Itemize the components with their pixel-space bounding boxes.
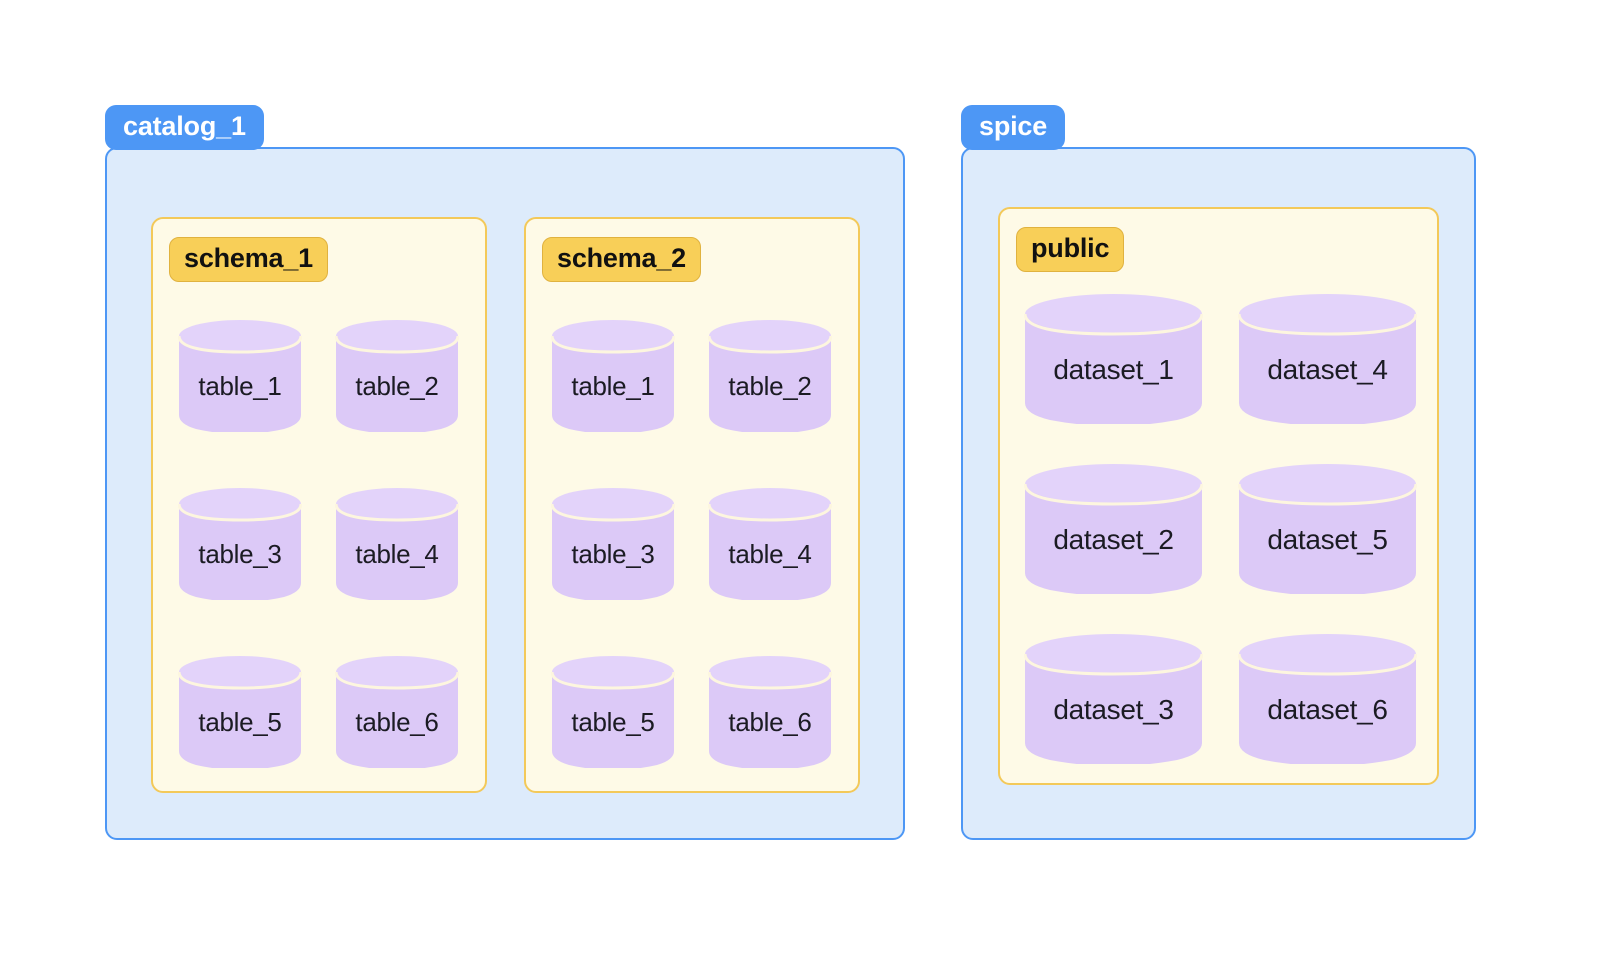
- table-label: table_2: [355, 371, 439, 401]
- dataset-label: dataset_6: [1267, 694, 1388, 725]
- catalog-container-catalog_1: schema_1 table_1 table_2: [105, 147, 905, 840]
- cylinder-icon: [1238, 294, 1417, 424]
- dataset-cylinder[interactable]: dataset_1: [1024, 293, 1203, 424]
- cylinder-icon: [1024, 634, 1203, 764]
- dataset-label: dataset_4: [1267, 354, 1388, 385]
- table-label: table_1: [571, 371, 655, 401]
- cylinder-icon: [1024, 464, 1203, 594]
- schema-container-schema_2: schema_2 table_1 table_2: [524, 217, 860, 793]
- cylinder-icon: [178, 488, 302, 600]
- cylinder-icon: [708, 656, 832, 768]
- schema-container-schema_1: schema_1 table_1 table_2: [151, 217, 487, 793]
- schema-label-schema_1[interactable]: schema_1: [169, 237, 328, 282]
- table-cylinder[interactable]: table_5: [178, 655, 302, 768]
- table-cylinder[interactable]: table_6: [335, 655, 459, 768]
- cylinder-icon: [551, 320, 675, 432]
- table-label: table_2: [728, 371, 812, 401]
- cylinder-icon: [178, 320, 302, 432]
- cylinder-icon: [1238, 634, 1417, 764]
- catalog-container-spice: public dataset_1 dataset_4: [961, 147, 1476, 840]
- cylinder-icon: [335, 488, 459, 600]
- table-cylinder[interactable]: table_3: [551, 487, 675, 600]
- table-label: table_3: [571, 539, 655, 569]
- dataset-cylinder[interactable]: dataset_6: [1238, 633, 1417, 764]
- schema-container-public: public dataset_1 dataset_4: [998, 207, 1439, 785]
- table-cylinder[interactable]: table_3: [178, 487, 302, 600]
- table-cylinder[interactable]: table_6: [708, 655, 832, 768]
- cylinder-icon: [178, 656, 302, 768]
- dataset-label: dataset_3: [1053, 694, 1174, 725]
- cylinder-icon: [551, 656, 675, 768]
- dataset-label: dataset_2: [1053, 524, 1174, 555]
- catalog-group-spice: spice public dataset_1: [961, 105, 1476, 850]
- schema-label-schema_2[interactable]: schema_2: [542, 237, 701, 282]
- cylinder-icon: [1238, 464, 1417, 594]
- table-cylinder[interactable]: table_2: [708, 319, 832, 432]
- table-label: table_3: [198, 539, 282, 569]
- table-cylinder[interactable]: table_4: [708, 487, 832, 600]
- cylinder-icon: [708, 488, 832, 600]
- table-cylinder[interactable]: table_4: [335, 487, 459, 600]
- table-cylinder[interactable]: table_1: [178, 319, 302, 432]
- catalog-label-spice[interactable]: spice: [961, 105, 1066, 150]
- schema-label-public[interactable]: public: [1016, 227, 1125, 272]
- table-label: table_5: [198, 707, 282, 737]
- catalog-group-catalog_1: catalog_1 schema_1 table_1: [105, 105, 905, 850]
- table-cylinder[interactable]: table_1: [551, 319, 675, 432]
- cylinder-icon: [551, 488, 675, 600]
- dataset-cylinder[interactable]: dataset_4: [1238, 293, 1417, 424]
- table-label: table_6: [355, 707, 439, 737]
- cylinder-icon: [1024, 294, 1203, 424]
- table-label: table_5: [571, 707, 655, 737]
- cylinder-icon: [335, 320, 459, 432]
- table-cylinder[interactable]: table_2: [335, 319, 459, 432]
- dataset-cylinder[interactable]: dataset_5: [1238, 463, 1417, 594]
- catalog-label-catalog_1[interactable]: catalog_1: [105, 105, 264, 150]
- dataset-cylinder[interactable]: dataset_3: [1024, 633, 1203, 764]
- cylinder-icon: [708, 320, 832, 432]
- table-label: table_4: [728, 539, 812, 569]
- dataset-label: dataset_5: [1267, 524, 1388, 555]
- dataset-label: dataset_1: [1053, 354, 1174, 385]
- cylinder-icon: [335, 656, 459, 768]
- table-label: table_6: [728, 707, 812, 737]
- dataset-cylinder[interactable]: dataset_2: [1024, 463, 1203, 594]
- table-cylinder[interactable]: table_5: [551, 655, 675, 768]
- table-label: table_4: [355, 539, 439, 569]
- table-label: table_1: [198, 371, 282, 401]
